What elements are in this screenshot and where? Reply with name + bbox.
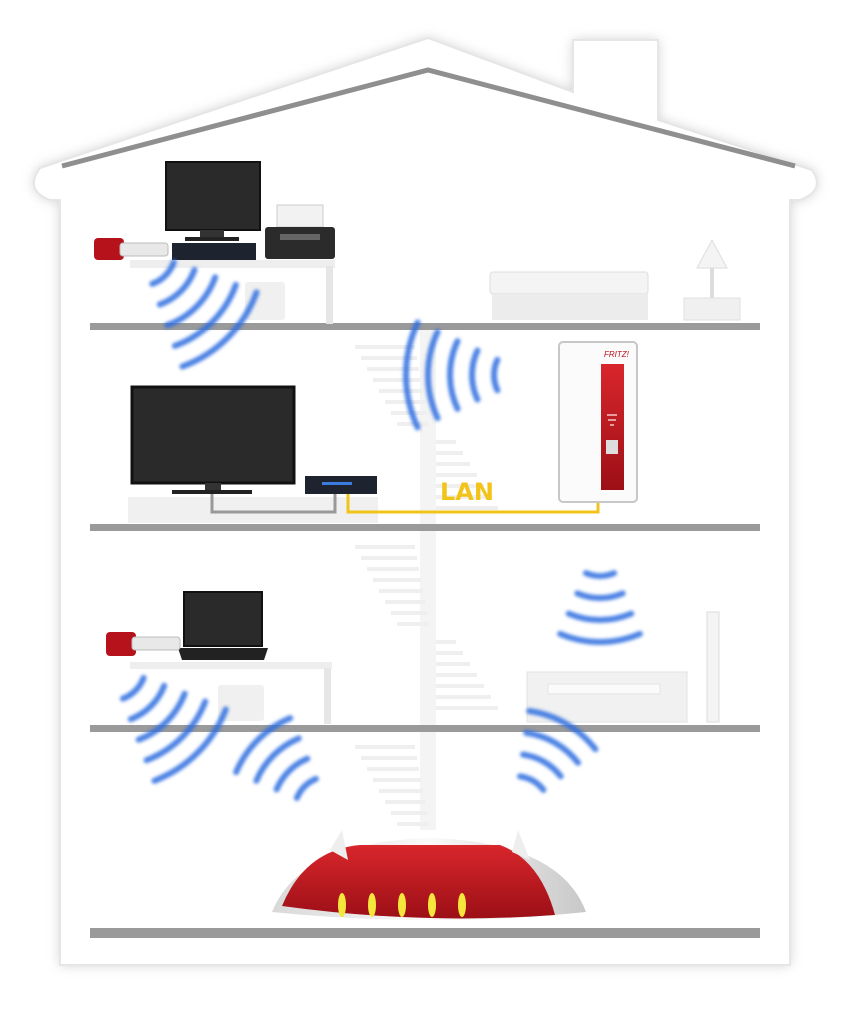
stair-step	[379, 789, 423, 793]
stair-step	[367, 367, 419, 371]
speaker	[706, 611, 720, 723]
stair-step	[385, 400, 425, 404]
stair-step	[391, 611, 427, 615]
stair-step	[436, 651, 463, 655]
desktop-monitor	[165, 161, 261, 241]
bed	[489, 271, 649, 320]
stair-step	[385, 800, 425, 804]
lamp	[683, 238, 741, 321]
lan-label: LAN	[440, 478, 494, 506]
stair-step	[361, 356, 417, 360]
router-led	[428, 893, 436, 917]
printer	[265, 204, 335, 259]
lan-cable	[346, 494, 600, 514]
stair-step	[436, 706, 498, 710]
wifi-wave-icon	[403, 319, 501, 431]
stair-step	[436, 462, 470, 466]
stair-step	[436, 684, 484, 688]
stair-step	[373, 378, 421, 382]
television	[130, 385, 296, 494]
stair-step	[355, 545, 415, 549]
stair-step	[361, 756, 417, 760]
stair-step	[385, 600, 425, 604]
tv-stand	[128, 497, 378, 523]
staircase	[355, 330, 498, 830]
stair-step	[397, 622, 429, 626]
floor-shelf	[90, 928, 760, 938]
floor-shelf	[90, 323, 760, 330]
stair-step	[436, 506, 498, 510]
stair-step	[391, 811, 427, 815]
floor-shelf	[90, 725, 760, 732]
stair-step	[436, 451, 463, 455]
stair-step	[355, 345, 415, 349]
wifi-router	[272, 830, 586, 920]
sofa	[526, 671, 688, 723]
stair-step	[373, 578, 421, 582]
stair-step	[436, 473, 477, 477]
stair-step	[361, 556, 417, 560]
wifi-wave-icon	[149, 259, 260, 370]
stair-step	[367, 767, 419, 771]
stair-step	[436, 695, 491, 699]
router-led	[458, 893, 466, 917]
stair-step	[355, 745, 415, 749]
laptop	[178, 591, 268, 660]
floors	[90, 323, 760, 938]
stair-step	[436, 640, 456, 644]
tv-cable	[210, 494, 337, 514]
wifi-repeater: FRITZ!	[558, 341, 638, 503]
stair-step	[397, 822, 429, 826]
pc-tower	[172, 243, 256, 260]
floor-shelf	[90, 524, 760, 531]
wifi-usb-stick	[94, 238, 169, 260]
wifi-signals	[119, 259, 643, 801]
stair-step	[436, 495, 491, 499]
wifi-usb-stick	[106, 632, 181, 656]
wifi-wave-icon	[119, 674, 229, 784]
stair-step	[367, 567, 419, 571]
router-led	[398, 893, 406, 917]
repeater-brand-logo: FRITZ!	[604, 350, 630, 359]
wifi-wave-icon	[557, 570, 643, 645]
stair-step	[373, 778, 421, 782]
wifi-wave-icon	[517, 707, 599, 793]
stair-step	[436, 673, 477, 677]
router-led	[338, 893, 346, 917]
stair-step	[436, 662, 470, 666]
stair-step	[436, 484, 484, 488]
wifi-wave-icon	[233, 715, 319, 801]
router-led	[368, 893, 376, 917]
stair-step	[436, 440, 456, 444]
stair-step	[379, 589, 423, 593]
desk-lower-floor	[130, 662, 332, 724]
roof-line	[61, 67, 796, 169]
stair-step	[379, 389, 423, 393]
